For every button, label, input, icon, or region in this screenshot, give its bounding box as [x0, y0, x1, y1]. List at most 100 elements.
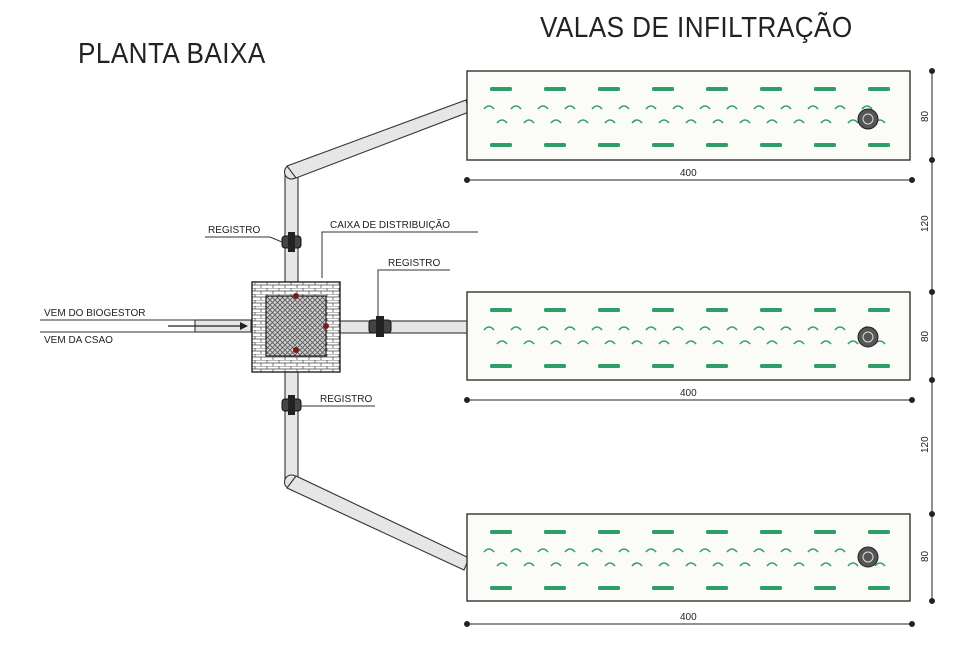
gravel-mark [868, 586, 890, 590]
gravel-mark [510, 326, 522, 331]
gravel-mark [861, 105, 873, 110]
gravel-pattern [483, 308, 890, 368]
gravel-mark [793, 340, 805, 345]
gravel-mark [766, 562, 778, 567]
gravel-mark [652, 364, 674, 368]
drawing-title-planta-baixa: PLANTA BAIXA [78, 38, 266, 70]
gravel-mark [577, 119, 589, 124]
gravel-mark [807, 548, 819, 553]
gravel-mark [523, 340, 535, 345]
gravel-mark [523, 562, 535, 567]
gravel-mark [760, 308, 782, 312]
gravel-mark [814, 308, 836, 312]
label-inlet-biogestor: VEM DO BIOGESTOR [44, 308, 146, 319]
inspection-circle-icon [857, 108, 879, 130]
gravel-mark [550, 562, 562, 567]
gravel-mark [658, 119, 670, 124]
gravel-mark [537, 326, 549, 331]
dim-width-3: 400 [680, 612, 697, 623]
gravel-mark [490, 586, 512, 590]
gravel-mark [591, 548, 603, 553]
gravel-mark [598, 308, 620, 312]
label-inlet-csao: VEM DA CSAO [44, 335, 113, 346]
gravel-mark [820, 119, 832, 124]
gravel-mark [652, 308, 674, 312]
gravel-mark [658, 562, 670, 567]
dim-height-3: 80 [920, 550, 931, 562]
gravel-mark [577, 562, 589, 567]
gravel-mark [652, 143, 674, 147]
gravel-mark [483, 548, 495, 553]
gravel-mark [658, 340, 670, 345]
gravel-mark [645, 326, 657, 331]
gravel-mark [807, 105, 819, 110]
gravel-mark [652, 530, 674, 534]
gravel-mark [712, 340, 724, 345]
gravel-mark [814, 364, 836, 368]
gravel-mark [496, 340, 508, 345]
gravel-mark [618, 326, 630, 331]
gravel-mark [739, 340, 751, 345]
gravel-mark [753, 105, 765, 110]
dimension-lines-horizontal [464, 177, 915, 627]
pipe-diagonal-bottom [286, 475, 470, 571]
gravel-mark [544, 364, 566, 368]
gravel-mark [726, 548, 738, 553]
gravel-mark [652, 586, 674, 590]
pipe-vertical-upper [284, 171, 299, 283]
gravel-mark [604, 562, 616, 567]
gravel-mark [685, 119, 697, 124]
gravel-mark [868, 364, 890, 368]
gravel-mark [598, 530, 620, 534]
gravel-mark [672, 548, 684, 553]
label-registro-bottom: REGISTRO [320, 394, 372, 405]
gravel-mark [618, 548, 630, 553]
gravel-mark [793, 562, 805, 567]
gravel-mark [814, 143, 836, 147]
gravel-mark [645, 548, 657, 553]
gravel-mark [834, 105, 846, 110]
trench-1 [466, 70, 911, 161]
gravel-mark [699, 326, 711, 331]
gravel-mark [544, 586, 566, 590]
gravel-mark [490, 530, 512, 534]
gravel-mark [672, 105, 684, 110]
gravel-mark [544, 308, 566, 312]
gravel-mark [874, 562, 886, 567]
gravel-mark [847, 562, 859, 567]
gravel-mark [598, 364, 620, 368]
gravel-mark [604, 340, 616, 345]
gravel-mark [652, 87, 674, 91]
gravel-mark [672, 326, 684, 331]
gravel-mark [706, 586, 728, 590]
gravel-mark [631, 340, 643, 345]
gravel-mark [706, 87, 728, 91]
gravel-mark [753, 548, 765, 553]
gravel-mark [868, 530, 890, 534]
dim-height-1: 80 [920, 110, 931, 122]
drawing-title-valas: VALAS DE INFILTRAÇÃO [540, 12, 853, 44]
gravel-mark [537, 105, 549, 110]
gravel-mark [766, 340, 778, 345]
gravel-mark [712, 119, 724, 124]
gravel-mark [760, 586, 782, 590]
dim-width-1: 400 [680, 168, 697, 179]
gravel-mark [753, 326, 765, 331]
gravel-mark [699, 548, 711, 553]
gravel-mark [820, 562, 832, 567]
trench-2 [466, 291, 911, 381]
gravel-mark [577, 340, 589, 345]
gravel-mark [868, 87, 890, 91]
gravel-mark [645, 105, 657, 110]
gravel-mark [496, 562, 508, 567]
gravel-mark [847, 340, 859, 345]
gravel-mark [631, 562, 643, 567]
gravel-mark [685, 562, 697, 567]
label-registro-top: REGISTRO [208, 225, 260, 236]
gravel-mark [726, 105, 738, 110]
gravel-mark [760, 364, 782, 368]
gravel-mark [847, 119, 859, 124]
gravel-mark [598, 143, 620, 147]
gravel-mark [618, 105, 630, 110]
label-caixa-distribuicao: CAIXA DE DISTRIBUIÇÃO [330, 218, 450, 231]
